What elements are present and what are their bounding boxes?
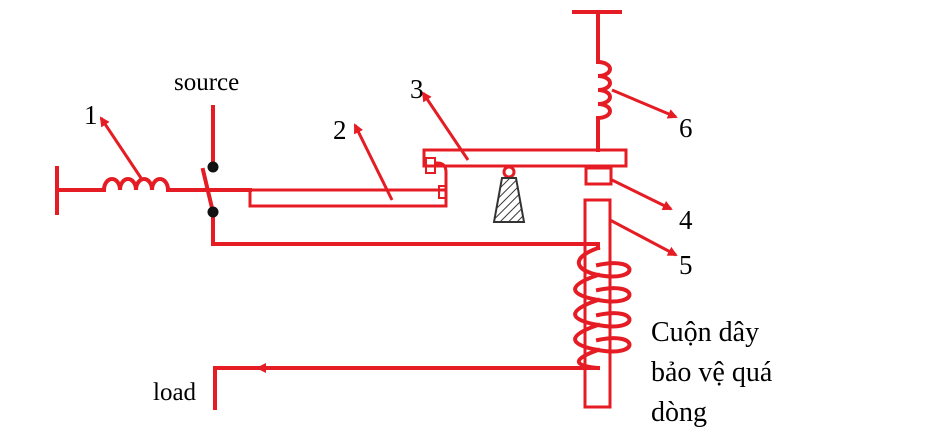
bimetal-contact-lower — [438, 185, 447, 199]
switch-blade — [200, 167, 215, 211]
wire-switch-to-coil — [211, 242, 600, 250]
coil-caption-line-2: bảo vệ quá — [651, 357, 773, 388]
pivot-support — [492, 177, 526, 223]
part-label-6: 6 — [679, 113, 693, 143]
switch-contact-dot — [207, 206, 219, 218]
part-label-4: 4 — [679, 205, 693, 235]
load-wire — [213, 366, 600, 410]
bimetal-strip — [248, 188, 448, 208]
leader-arrow-4 — [611, 178, 673, 211]
coil-caption-line-3: dòng — [651, 397, 707, 428]
overcurrent-coil — [573, 245, 632, 371]
latch-lever — [422, 148, 628, 168]
coil-1 — [101, 177, 171, 193]
bimetal-hook — [435, 161, 448, 208]
load-label: load — [153, 379, 197, 406]
leader-arrow-2 — [353, 123, 394, 201]
spring-6 — [595, 59, 612, 121]
pivot-pin — [502, 165, 516, 179]
part-label-5: 5 — [679, 250, 693, 280]
source-contact-dot — [207, 161, 219, 173]
source-label: source — [174, 69, 239, 96]
leader-arrow-3 — [421, 91, 470, 161]
coil-caption-line-1: Cuộn dây — [651, 317, 759, 348]
leader-arrow-1 — [99, 116, 143, 179]
part-label-2: 2 — [333, 115, 347, 145]
part-label-1: 1 — [84, 100, 98, 130]
leader-arrow-5 — [609, 218, 678, 257]
armature-4 — [584, 166, 613, 186]
part-label-3: 3 — [410, 74, 424, 104]
leader-arrow-6 — [611, 88, 678, 119]
